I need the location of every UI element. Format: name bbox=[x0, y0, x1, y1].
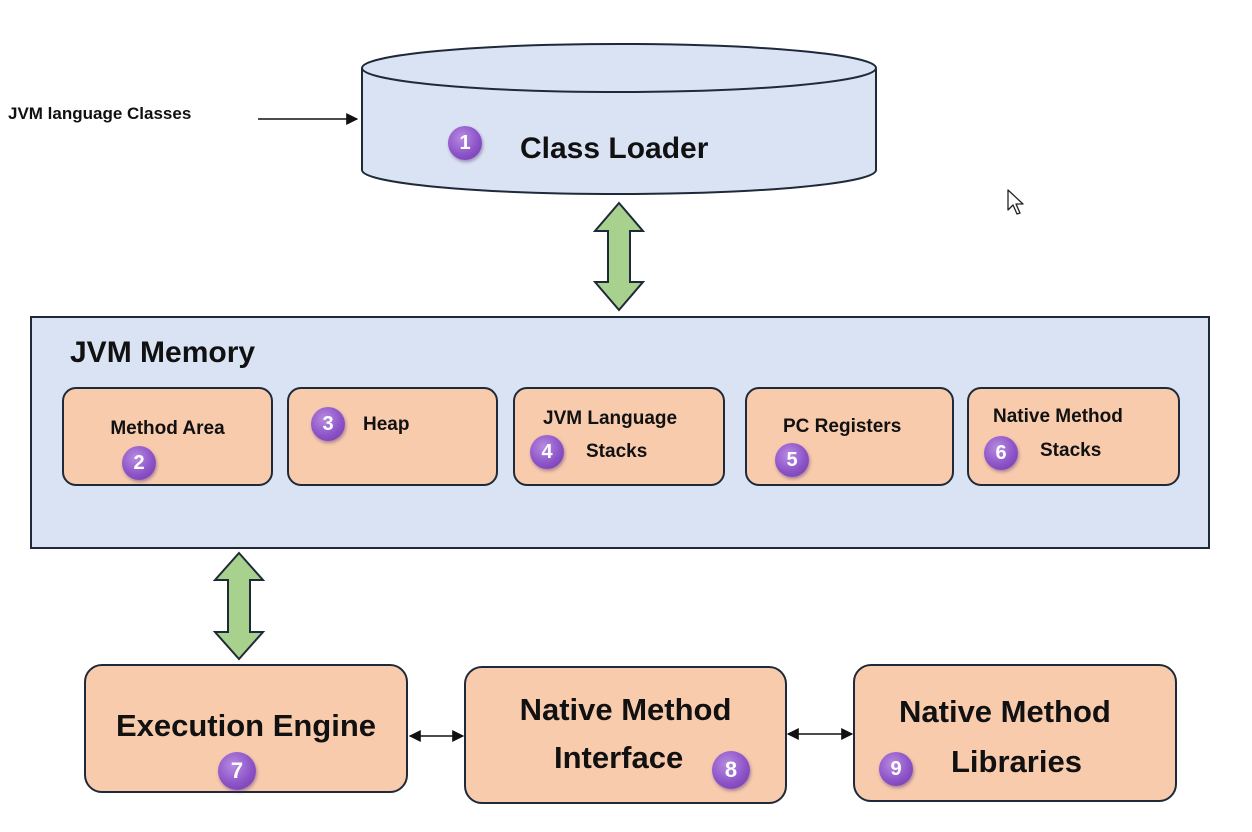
memory-engine-arrow bbox=[212, 551, 266, 661]
jvm-language-stacks-label-2: Stacks bbox=[586, 441, 648, 462]
native-method-stacks-box: Native Method 6 Stacks bbox=[967, 387, 1180, 486]
badge-9: 9 bbox=[879, 752, 913, 786]
jvm-language-stacks-label-1: JVM Language bbox=[543, 408, 678, 429]
class-loader-title: Class Loader bbox=[520, 132, 709, 165]
native-method-interface-label-1: Native Method bbox=[519, 692, 732, 727]
native-method-libraries-box: Native Method 9 Libraries bbox=[853, 664, 1177, 802]
mouse-pointer-icon bbox=[1007, 189, 1024, 215]
badge-7: 7 bbox=[218, 752, 256, 790]
badge-5: 5 bbox=[775, 443, 809, 477]
native-method-interface-label-2: Interface bbox=[554, 740, 684, 775]
native-method-libraries-label-1: Native Method bbox=[899, 694, 1111, 729]
method-area-box: Method Area 2 bbox=[62, 387, 273, 486]
badge-6: 6 bbox=[984, 436, 1018, 470]
jvm-memory-title: JVM Memory bbox=[70, 336, 256, 369]
badge-1: 1 bbox=[448, 126, 482, 160]
badge-3: 3 bbox=[311, 407, 345, 441]
heap-label: Heap bbox=[363, 414, 410, 435]
jvm-language-stacks-box: JVM Language 4 Stacks bbox=[513, 387, 725, 486]
badge-8: 8 bbox=[712, 751, 750, 789]
native-method-interface-box: Native Method Interface 8 bbox=[464, 666, 787, 804]
native-method-stacks-label-1: Native Method bbox=[993, 406, 1123, 427]
class-loader-cylinder bbox=[361, 43, 877, 195]
badge-2: 2 bbox=[122, 446, 156, 480]
native-method-libraries-label-2: Libraries bbox=[951, 744, 1082, 779]
execution-engine-label: Execution Engine bbox=[115, 708, 377, 743]
method-area-label: Method Area bbox=[110, 418, 225, 439]
pc-registers-box: PC Registers 5 bbox=[745, 387, 954, 486]
loader-memory-arrow bbox=[592, 201, 646, 312]
execution-engine-box: Execution Engine 7 bbox=[84, 664, 408, 793]
input-label: JVM language Classes bbox=[8, 104, 192, 123]
native-method-stacks-label-2: Stacks bbox=[1040, 440, 1102, 461]
pc-registers-label: PC Registers bbox=[783, 416, 902, 437]
badge-4: 4 bbox=[530, 435, 564, 469]
heap-box: 3 Heap bbox=[287, 387, 498, 486]
